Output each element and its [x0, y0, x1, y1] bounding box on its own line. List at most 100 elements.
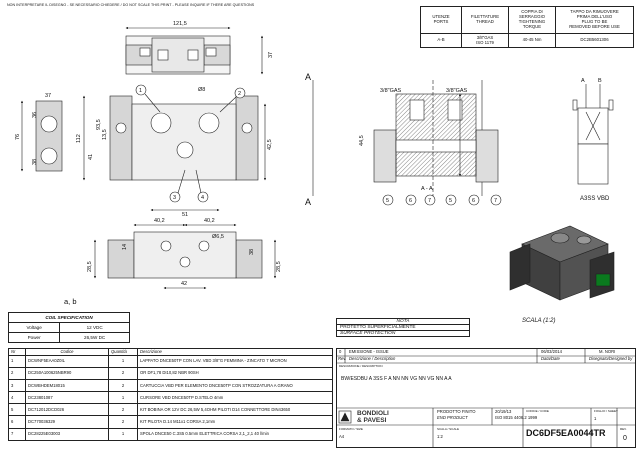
bom-cell: 2	[108, 403, 138, 417]
dim-93-5: 93,5	[96, 119, 102, 130]
bom-cell: 1	[108, 427, 138, 441]
gas-label-b: 3/8"GAS	[446, 88, 468, 94]
bom-header-desc: Descrizione	[137, 348, 333, 356]
product-label-1: PRODOTTO FINITO	[437, 409, 476, 414]
dim-38-bottom: 38	[249, 249, 255, 255]
rev-date: 06/03/2014	[541, 349, 562, 354]
bom-cell: DC28225E03003	[25, 427, 109, 441]
rev-caption: REV.	[620, 427, 627, 431]
section-a-a	[312, 80, 502, 206]
hydraulic-symbol	[572, 84, 614, 185]
bottom-view	[93, 223, 277, 290]
title-block: 0 EMISSIONE - ISSUE 06/03/2014 M. NORI R…	[336, 348, 636, 448]
bom-cell: SPOLA DNCE50 C.3S5 0.5mm ELETTRICA CORSA…	[137, 427, 333, 441]
callout-2: 2	[238, 91, 241, 97]
top-view	[125, 26, 264, 75]
dim-112: 112	[76, 134, 82, 143]
dim-51: 51	[182, 212, 188, 218]
rev-author: M. NORI	[599, 349, 616, 354]
date-label: Data/Date	[541, 356, 560, 361]
bom-header-qty: Quantità	[108, 348, 138, 356]
bom-cell: 3	[8, 379, 26, 393]
bom-cell: DCWBHDEM18015	[25, 379, 109, 393]
bom-cell: DCWNF5EAA0Z0IL	[25, 354, 109, 369]
scale-value: 1:2	[437, 434, 443, 439]
bom-header-nr: Nr	[8, 348, 26, 356]
ports-table: UTENZE PORTS FILETTATURE THREAD COPPIA D…	[420, 6, 634, 48]
dim-42-5: 42,5	[267, 139, 273, 150]
bom-cell: KIT BOBINA OR 12V DC 26,5W 5,4OHM PILOTI…	[137, 403, 333, 417]
dim-40-2-right: 40,2	[204, 218, 215, 224]
front-view	[20, 84, 267, 212]
dim-44-5: 44,5	[359, 135, 365, 146]
format-caption: FORMATO / SIZE	[339, 427, 363, 431]
description-value: BW/ESDBU A 3SS F A NN NN VG NN VG NN A A	[341, 376, 452, 382]
bom-cell: LAPPATO DNCE50TP CON LAV. VBD 3/8"G FEMM…	[137, 354, 333, 369]
dim-13-5: 13,5	[102, 129, 108, 140]
company-name-2: & PAVESI	[357, 417, 387, 424]
note-box: NOTA PROTETTO SUPERFICIALMENTE SURFACE P…	[336, 318, 470, 337]
rev-label: Rev.	[338, 356, 347, 361]
sheet-value: 1	[594, 416, 597, 421]
drawing-code: DC6DF5EA0044TR	[526, 428, 606, 438]
dim-37-top: 37	[268, 52, 274, 58]
dim-121-5: 121,5	[173, 21, 187, 27]
dim-40-2-left: 40,2	[154, 218, 165, 224]
bom-cell: 4	[8, 391, 26, 405]
coil-spec-title: COIL SPECIFICATION	[8, 312, 130, 323]
scale-caption: SCALA / SCALE	[437, 427, 460, 431]
callout-7b: 7	[494, 198, 497, 204]
symbol-label: A3SS VBD	[580, 196, 610, 202]
callout-5a: 5	[386, 198, 389, 204]
note-line-2: SURFACE PROTECTION	[336, 330, 470, 337]
bom-cell: 2	[108, 415, 138, 429]
coil-row-label: Voltage	[7, 322, 61, 333]
ports-cell-1: 3/8"GAS ISO 1179	[461, 33, 509, 48]
bom-cell: 1	[108, 391, 138, 405]
section-mark-bottom: A	[305, 197, 311, 207]
callout-4: 4	[201, 195, 204, 201]
dim-38: 38	[32, 159, 38, 165]
rev-number: 0	[339, 349, 342, 354]
dim-28-5-right: 28,5	[276, 261, 282, 272]
dim-28-5-left: 28,5	[87, 261, 93, 272]
ports-header-3: TAPPO DA RIMUOVERE PRIMA DELL'USO PLUG T…	[555, 6, 634, 34]
bom-cell: 6	[8, 415, 26, 429]
callout-1: 1	[139, 88, 142, 94]
bom-cell: DC770036329	[25, 415, 109, 429]
iso-render	[509, 225, 615, 301]
title-block-lines	[337, 349, 635, 447]
bom-cell: CURSORE VBD DNCE50TP D.STELO 4mm	[137, 391, 333, 405]
bom-cell: 5	[8, 403, 26, 417]
bom-header-code: Codice	[25, 348, 109, 356]
callout-6b: 6	[472, 198, 475, 204]
bom-cell: DC23801087	[25, 391, 109, 405]
description-caption: DESCRIZIONE / DESCRIPTION	[339, 364, 383, 368]
std-1: 20/19/13	[495, 409, 512, 414]
scale-label: SCALA (1:2)	[522, 318, 555, 324]
coil-row-value: 26,5W DC	[59, 332, 130, 343]
coil-row-label: Power	[7, 332, 61, 343]
bom-cell: 7	[8, 427, 26, 441]
bom-cell: 1	[108, 354, 138, 369]
port-b-label: B	[598, 78, 602, 84]
sheet-caption: FOGLIO / SHEET	[594, 409, 618, 413]
coil-row-value: 12 VDC	[59, 322, 130, 333]
bom-cell: 2	[108, 379, 138, 393]
callout-5b: 5	[449, 198, 452, 204]
callout-3: 3	[173, 195, 176, 201]
code-caption: CODICE / CODE	[526, 409, 549, 413]
dim-phi8: Ø8	[198, 87, 205, 93]
std-2: ISO 8015 4406.2 1999	[495, 415, 538, 420]
